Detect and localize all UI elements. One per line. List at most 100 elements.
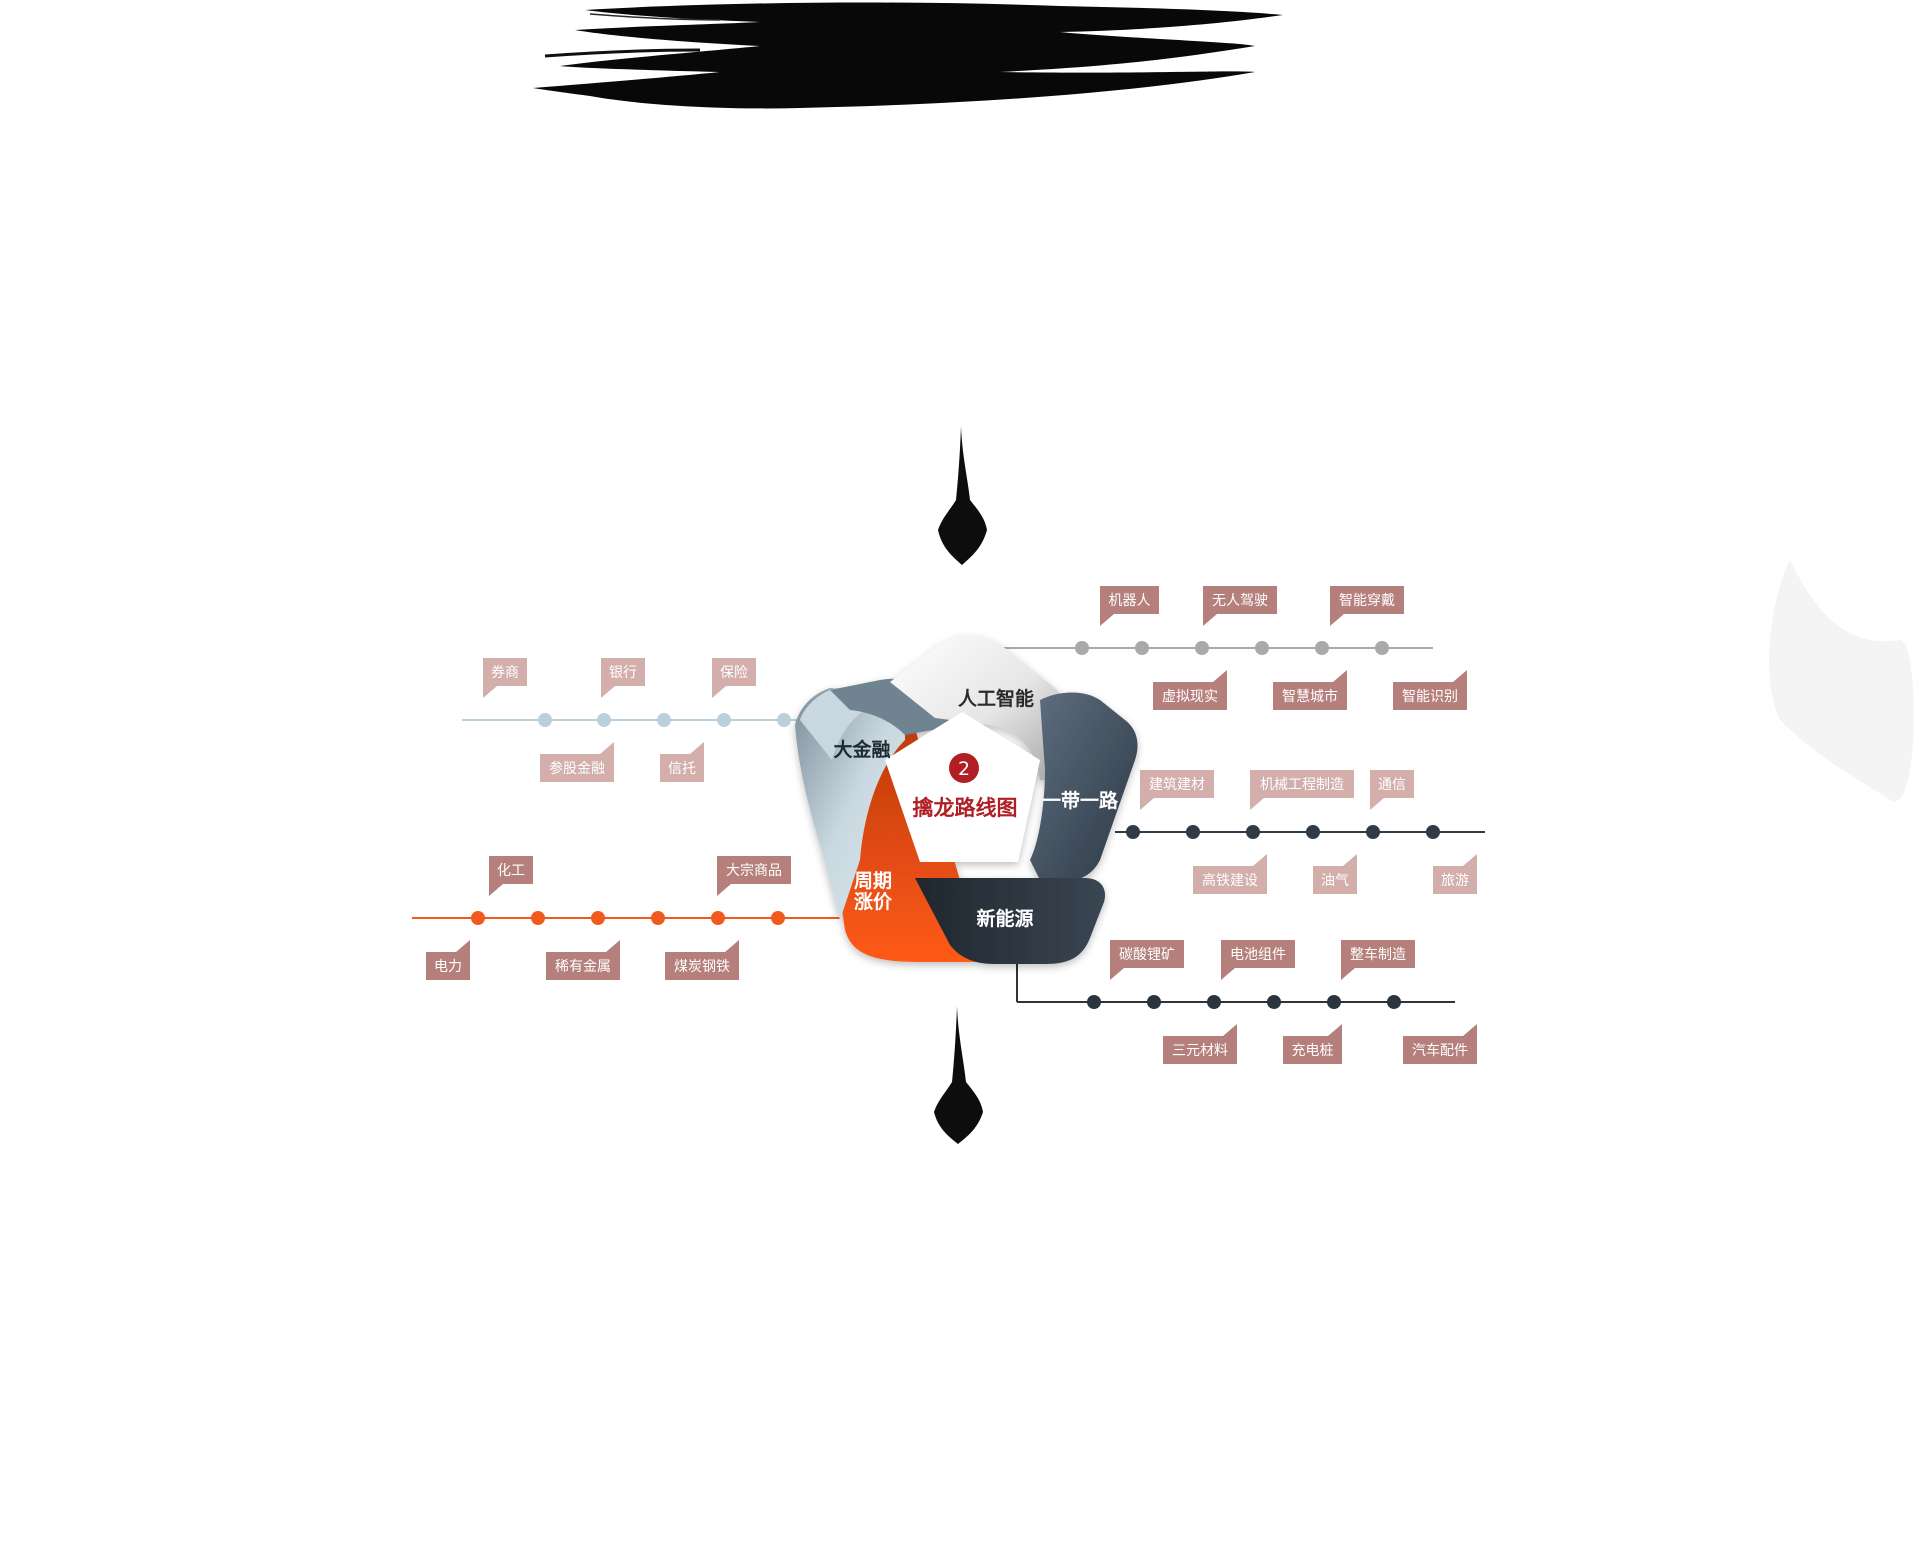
tag-box-new_energy xyxy=(1110,940,1184,968)
tag-label-belt_road: 高铁建设 xyxy=(1202,872,1258,889)
branch-dot-belt_road xyxy=(1246,825,1260,839)
segment-energy-shape xyxy=(915,878,1106,964)
branch-dot-cycle xyxy=(591,911,605,925)
tag-label-ai: 智能识别 xyxy=(1402,689,1458,705)
tag-pointer-cycle xyxy=(717,884,731,896)
tag-label-new_energy: 整车制造 xyxy=(1350,946,1406,963)
tag-box-belt_road xyxy=(1313,866,1357,894)
branch-dot-cycle xyxy=(771,911,785,925)
branch-dot-cycle xyxy=(531,911,545,925)
tag-box-new_energy xyxy=(1341,940,1415,968)
tag-pointer-cycle xyxy=(489,884,503,896)
tag-pointer-belt_road xyxy=(1370,798,1384,810)
tag-pointer-new_energy xyxy=(1341,968,1355,980)
branch-dot-new_energy xyxy=(1087,995,1101,1009)
segment-energy-label: 新能源 xyxy=(976,907,1033,930)
tag-pointer-ai xyxy=(1100,614,1114,626)
tag-label-belt_road: 油气 xyxy=(1321,873,1349,889)
branch-dot-belt_road xyxy=(1366,825,1380,839)
tag-pointer-belt_road xyxy=(1343,854,1357,866)
tag-pointer-finance xyxy=(483,686,497,698)
tag-pointer-finance xyxy=(712,686,726,698)
segment-ai-label: 人工智能 xyxy=(958,687,1034,710)
tag-box-finance xyxy=(540,754,614,782)
branch-dot-belt_road xyxy=(1186,825,1200,839)
tag-box-ai xyxy=(1393,682,1467,710)
branch-dot-belt_road xyxy=(1306,825,1320,839)
tag-box-belt_road xyxy=(1140,770,1214,798)
tag-box-finance xyxy=(483,658,527,686)
segment-ai-shape xyxy=(890,636,1066,780)
tag-label-cycle: 煤炭钢铁 xyxy=(674,959,730,975)
tag-label-cycle: 大宗商品 xyxy=(726,863,782,879)
tag-pointer-new_energy xyxy=(1223,1024,1237,1036)
tag-pointer-new_energy xyxy=(1221,968,1235,980)
tag-label-new_energy: 碳酸锂矿 xyxy=(1119,947,1175,963)
tag-box-belt_road xyxy=(1370,770,1414,798)
tag-label-finance: 保险 xyxy=(720,665,748,681)
tag-label-ai: 机器人 xyxy=(1109,593,1151,609)
tag-label-finance: 券商 xyxy=(491,665,519,681)
segment-belt-label: 一带一路 xyxy=(1042,789,1119,812)
center-pentagon xyxy=(885,712,1040,862)
branch-dot-cycle xyxy=(471,911,485,925)
ink-arrow-down-icon xyxy=(938,426,987,565)
tag-pointer-new_energy xyxy=(1328,1024,1342,1036)
branch-dot-ai xyxy=(1195,641,1209,655)
tag-label-new_energy: 充电桩 xyxy=(1292,1042,1334,1059)
tag-box-finance xyxy=(660,754,704,782)
branch-dot-new_energy xyxy=(1147,995,1161,1009)
tag-pointer-finance xyxy=(601,686,615,698)
tag-box-cycle xyxy=(489,856,533,884)
tag-label-ai: 智慧城市 xyxy=(1282,688,1338,705)
tag-label-new_energy: 汽车配件 xyxy=(1412,1042,1468,1059)
tag-label-cycle: 稀有金属 xyxy=(555,959,611,975)
tag-label-finance: 银行 xyxy=(609,665,637,681)
branch-dot-finance xyxy=(777,713,791,727)
segment-finance-shape-top xyxy=(800,688,905,760)
tag-box-new_energy xyxy=(1283,1036,1342,1064)
ink-arrow-down-icon xyxy=(934,1006,983,1144)
branch-dot-cycle xyxy=(651,911,665,925)
tag-pointer-ai xyxy=(1213,670,1227,682)
tag-pointer-belt_road xyxy=(1253,854,1267,866)
tag-box-finance xyxy=(712,658,756,686)
tag-box-cycle xyxy=(665,952,739,980)
branch-dot-new_energy xyxy=(1267,995,1281,1009)
branch-dot-finance xyxy=(538,713,552,727)
tag-box-ai xyxy=(1100,586,1159,614)
tag-label-belt_road: 通信 xyxy=(1378,777,1406,793)
tag-label-belt_road: 旅游 xyxy=(1441,873,1469,889)
tag-box-belt_road xyxy=(1433,866,1477,894)
tag-pointer-new_energy xyxy=(1110,968,1124,980)
tag-pointer-finance xyxy=(600,742,614,754)
tag-box-ai xyxy=(1153,682,1227,710)
tag-label-belt_road: 建筑建材 xyxy=(1149,777,1205,793)
branch-dot-ai xyxy=(1315,641,1329,655)
tag-pointer-new_energy xyxy=(1463,1024,1477,1036)
tag-label-ai: 虚拟现实 xyxy=(1162,689,1218,705)
branch-dot-finance xyxy=(597,713,611,727)
tag-label-cycle: 电力 xyxy=(434,959,462,975)
tag-box-new_energy xyxy=(1163,1036,1237,1064)
center-title: 擒龙路线图 xyxy=(913,796,1018,820)
branch-dot-ai xyxy=(1375,641,1389,655)
branch-dot-finance xyxy=(717,713,731,727)
tag-pointer-ai xyxy=(1453,670,1467,682)
branches: 机器人无人驾驶智能穿戴虚拟现实智慧城市智能识别券商银行保险参股金融信托建筑建材机… xyxy=(412,586,1485,1064)
tag-box-ai xyxy=(1203,586,1277,614)
tag-pointer-ai xyxy=(1333,670,1347,682)
branch-dot-ai xyxy=(1075,641,1089,655)
branch-dot-new_energy xyxy=(1327,995,1341,1009)
tag-box-ai xyxy=(1330,586,1404,614)
segment-cycle-label-2: 涨价 xyxy=(854,891,893,913)
tag-label-ai: 智能穿戴 xyxy=(1339,593,1395,609)
segment-belt-shape xyxy=(1030,692,1138,882)
tag-pointer-belt_road xyxy=(1463,854,1477,866)
branch-dot-new_energy xyxy=(1387,995,1401,1009)
tag-box-ai xyxy=(1273,682,1347,710)
tag-pointer-ai xyxy=(1330,614,1344,626)
tag-pointer-belt_road xyxy=(1140,798,1154,810)
branch-dot-ai xyxy=(1135,641,1149,655)
